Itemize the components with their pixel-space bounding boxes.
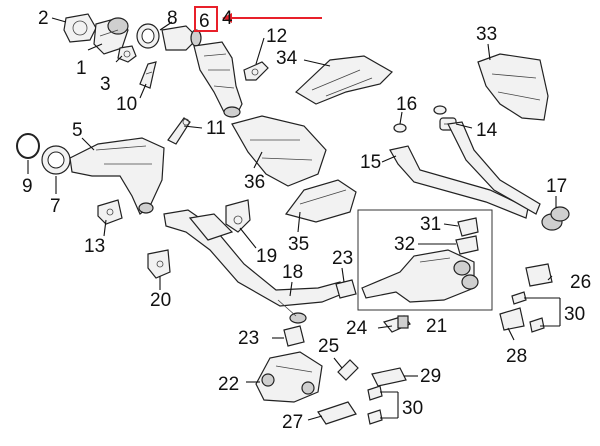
callout-30-lower: 30 (402, 398, 423, 419)
callout-20: 20 (150, 290, 171, 311)
callout-3: 3 (100, 74, 111, 95)
callout-30-upper: 30 (564, 304, 585, 325)
part-rear-tailpipes (389, 121, 570, 231)
part-bracket-13 (97, 199, 123, 225)
part-gasket-plate (63, 13, 97, 43)
part-clamp-23-lower (283, 325, 305, 347)
callout-36: 36 (244, 172, 265, 193)
part-front-pipe (69, 137, 165, 215)
callout-labels: 2 8 6 4 1 3 10 12 34 33 16 14 5 11 9 7 3… (22, 8, 591, 433)
callout-25: 25 (318, 336, 339, 357)
part-tip-26 (525, 263, 553, 287)
callout-2: 2 (38, 8, 49, 29)
part-hanger-12 (243, 61, 269, 81)
callout-19: 19 (256, 246, 277, 267)
callout-21: 21 (426, 316, 447, 337)
callout-27: 27 (282, 412, 303, 433)
callout-31: 31 (420, 214, 441, 235)
callout-11: 11 (206, 118, 226, 139)
callout-15: 15 (360, 152, 381, 173)
part-mount-19 (225, 199, 251, 233)
part-clamp-ring (136, 23, 160, 49)
callout-17: 17 (546, 176, 567, 197)
leader-lines (27, 17, 561, 421)
callout-28: 28 (506, 346, 527, 367)
highlight-marker (194, 6, 322, 32)
callout-13: 13 (84, 236, 105, 257)
part-turbo-outlet (93, 17, 129, 55)
callout-5: 5 (72, 120, 83, 141)
part-bracket-31 (457, 217, 479, 237)
part-muffler-box (357, 209, 493, 311)
callout-6: 6 (199, 11, 210, 32)
part-intermediate-pipe (163, 209, 343, 324)
callout-10: 10 (116, 94, 137, 115)
callout-24: 24 (346, 318, 368, 339)
callout-33: 33 (476, 24, 497, 45)
part-bolts-30-lower (367, 385, 383, 425)
part-nut (117, 45, 137, 63)
part-heat-shield-35 (284, 179, 357, 223)
callout-7: 7 (50, 196, 61, 217)
part-downpipe (193, 41, 243, 118)
part-bolt-24 (382, 315, 411, 333)
callout-18: 18 (282, 262, 303, 283)
callout-16: 16 (396, 94, 417, 115)
part-heat-shield-33 (477, 53, 549, 121)
part-ring-9 (16, 133, 40, 159)
callout-23-lower: 23 (238, 328, 259, 349)
callout-34: 34 (276, 48, 298, 69)
callout-23-upper: 23 (332, 248, 353, 269)
part-rear-muffler (255, 351, 323, 403)
part-clamp-23-upper (335, 279, 357, 299)
part-bracket-20 (147, 249, 171, 279)
callout-12: 12 (266, 26, 287, 47)
part-bracket-10 (139, 61, 157, 89)
callout-4: 4 (222, 8, 233, 29)
callout-8: 8 (167, 8, 178, 29)
callout-29: 29 (420, 366, 441, 387)
callout-9: 9 (22, 176, 33, 197)
part-clamp-7 (41, 145, 71, 175)
part-shield-29 (371, 367, 407, 387)
part-bolts-30-upper (511, 291, 545, 333)
callout-26: 26 (570, 272, 591, 293)
part-tip-28 (499, 307, 525, 331)
part-heat-shield-34 (295, 55, 393, 105)
part-bracket-32 (455, 235, 479, 255)
part-bracket-11 (167, 117, 191, 145)
callout-35: 35 (288, 234, 309, 255)
part-tip-27 (317, 401, 357, 425)
callout-14: 14 (476, 120, 498, 141)
callout-22: 22 (218, 374, 239, 395)
callout-32: 32 (394, 234, 415, 255)
callout-1: 1 (76, 58, 87, 79)
part-heat-shield-36 (231, 115, 327, 187)
part-sensor-25 (337, 359, 359, 381)
